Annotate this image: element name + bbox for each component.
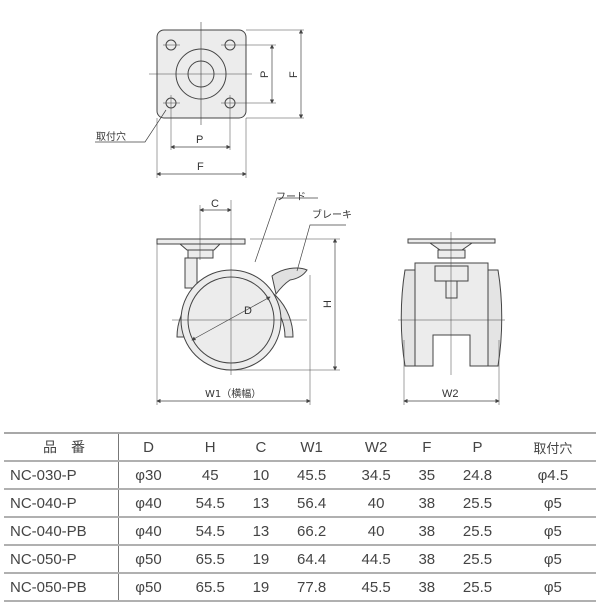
header-h: H (177, 432, 243, 462)
header-c: C (242, 432, 280, 462)
header-f: F (408, 432, 446, 462)
cell-h: 65.5 (177, 545, 243, 574)
header-mounting-hole: 取付穴 (509, 432, 596, 462)
cell-c: 19 (242, 573, 280, 602)
cell-h: 54.5 (177, 517, 243, 546)
cell-w2: 40 (343, 517, 409, 546)
cell-d: φ30 (118, 461, 178, 490)
cell-h: 65.5 (177, 573, 243, 602)
cell-w2: 45.5 (343, 573, 409, 602)
table-row: NC-040-P φ40 54.5 13 56.4 40 38 25.5 φ5 (4, 489, 596, 518)
side-dim-h: H (322, 300, 334, 308)
cell-p: 25.5 (445, 489, 510, 518)
front-view-caster (398, 232, 505, 405)
caster-technical-drawing: P F P F 取付穴 C フード ブレーキ D (95, 22, 505, 405)
cell-f: 38 (408, 489, 446, 518)
cell-c: 13 (242, 489, 280, 518)
cell-f: 38 (408, 517, 446, 546)
table-row: NC-030-P φ30 45 10 45.5 34.5 35 24.8 φ4.… (4, 461, 596, 490)
top-dim-f-v: F (288, 71, 300, 78)
cell-f: 38 (408, 573, 446, 602)
cell-mounting-hole: φ5 (509, 517, 596, 546)
cell-mounting-hole: φ4.5 (509, 461, 596, 490)
cell-w2: 40 (343, 489, 409, 518)
side-dim-d: D (244, 305, 252, 317)
side-dim-w1: W1（横幅） (205, 387, 261, 400)
cell-p: 24.8 (445, 461, 510, 490)
cell-w1: 64.4 (279, 545, 344, 574)
cell-p: 25.5 (445, 545, 510, 574)
header-w2: W2 (343, 432, 409, 462)
header-p: P (445, 432, 510, 462)
mounting-hole-label: 取付穴 (96, 130, 126, 143)
cell-p: 25.5 (445, 517, 510, 546)
table-header-row: 品 番 D H C W1 W2 F P 取付穴 (4, 432, 596, 462)
cell-d: φ50 (118, 545, 178, 574)
header-w1: W1 (279, 432, 344, 462)
cell-d: φ40 (118, 517, 178, 546)
table-row: NC-050-PB φ50 65.5 19 77.8 45.5 38 25.5 … (4, 573, 596, 602)
cell-mounting-hole: φ5 (509, 489, 596, 518)
top-dim-f-h: F (197, 161, 204, 173)
cell-c: 10 (242, 461, 280, 490)
top-dim-p-h: P (196, 134, 203, 146)
cell-d: φ50 (118, 573, 178, 602)
cell-w2: 44.5 (343, 545, 409, 574)
top-dim-p-v: P (259, 71, 271, 78)
cell-h: 54.5 (177, 489, 243, 518)
cell-mounting-hole: φ5 (509, 545, 596, 574)
cell-p: 25.5 (445, 573, 510, 602)
side-dim-c: C (211, 198, 219, 210)
header-d: D (118, 432, 178, 462)
cell-c: 19 (242, 545, 280, 574)
table-row: NC-040-PB φ40 54.5 13 66.2 40 38 25.5 φ5 (4, 517, 596, 546)
cell-f: 38 (408, 545, 446, 574)
cell-c: 13 (242, 517, 280, 546)
cell-part-number: NC-040-PB (4, 517, 119, 546)
front-dim-w2: W2 (442, 388, 459, 400)
cell-w1: 66.2 (279, 517, 344, 546)
cell-part-number: NC-040-P (4, 489, 119, 518)
side-view-caster (156, 197, 346, 405)
cell-f: 35 (408, 461, 446, 490)
cell-h: 45 (177, 461, 243, 490)
header-part-number: 品 番 (4, 432, 119, 462)
cell-w1: 45.5 (279, 461, 344, 490)
cell-part-number: NC-050-P (4, 545, 119, 574)
cell-w1: 77.8 (279, 573, 344, 602)
cell-mounting-hole: φ5 (509, 573, 596, 602)
top-view-mounting-plate (95, 22, 304, 178)
brake-label: ブレーキ (312, 208, 352, 221)
table-row: NC-050-P φ50 65.5 19 64.4 44.5 38 25.5 φ… (4, 545, 596, 574)
hood-label: フード (276, 192, 306, 203)
cell-d: φ40 (118, 489, 178, 518)
cell-w1: 56.4 (279, 489, 344, 518)
spec-table: 品 番 D H C W1 W2 F P 取付穴 NC-030-P φ30 45 … (4, 432, 596, 602)
cell-w2: 34.5 (343, 461, 409, 490)
cell-part-number: NC-030-P (4, 461, 119, 490)
cell-part-number: NC-050-PB (4, 573, 119, 602)
